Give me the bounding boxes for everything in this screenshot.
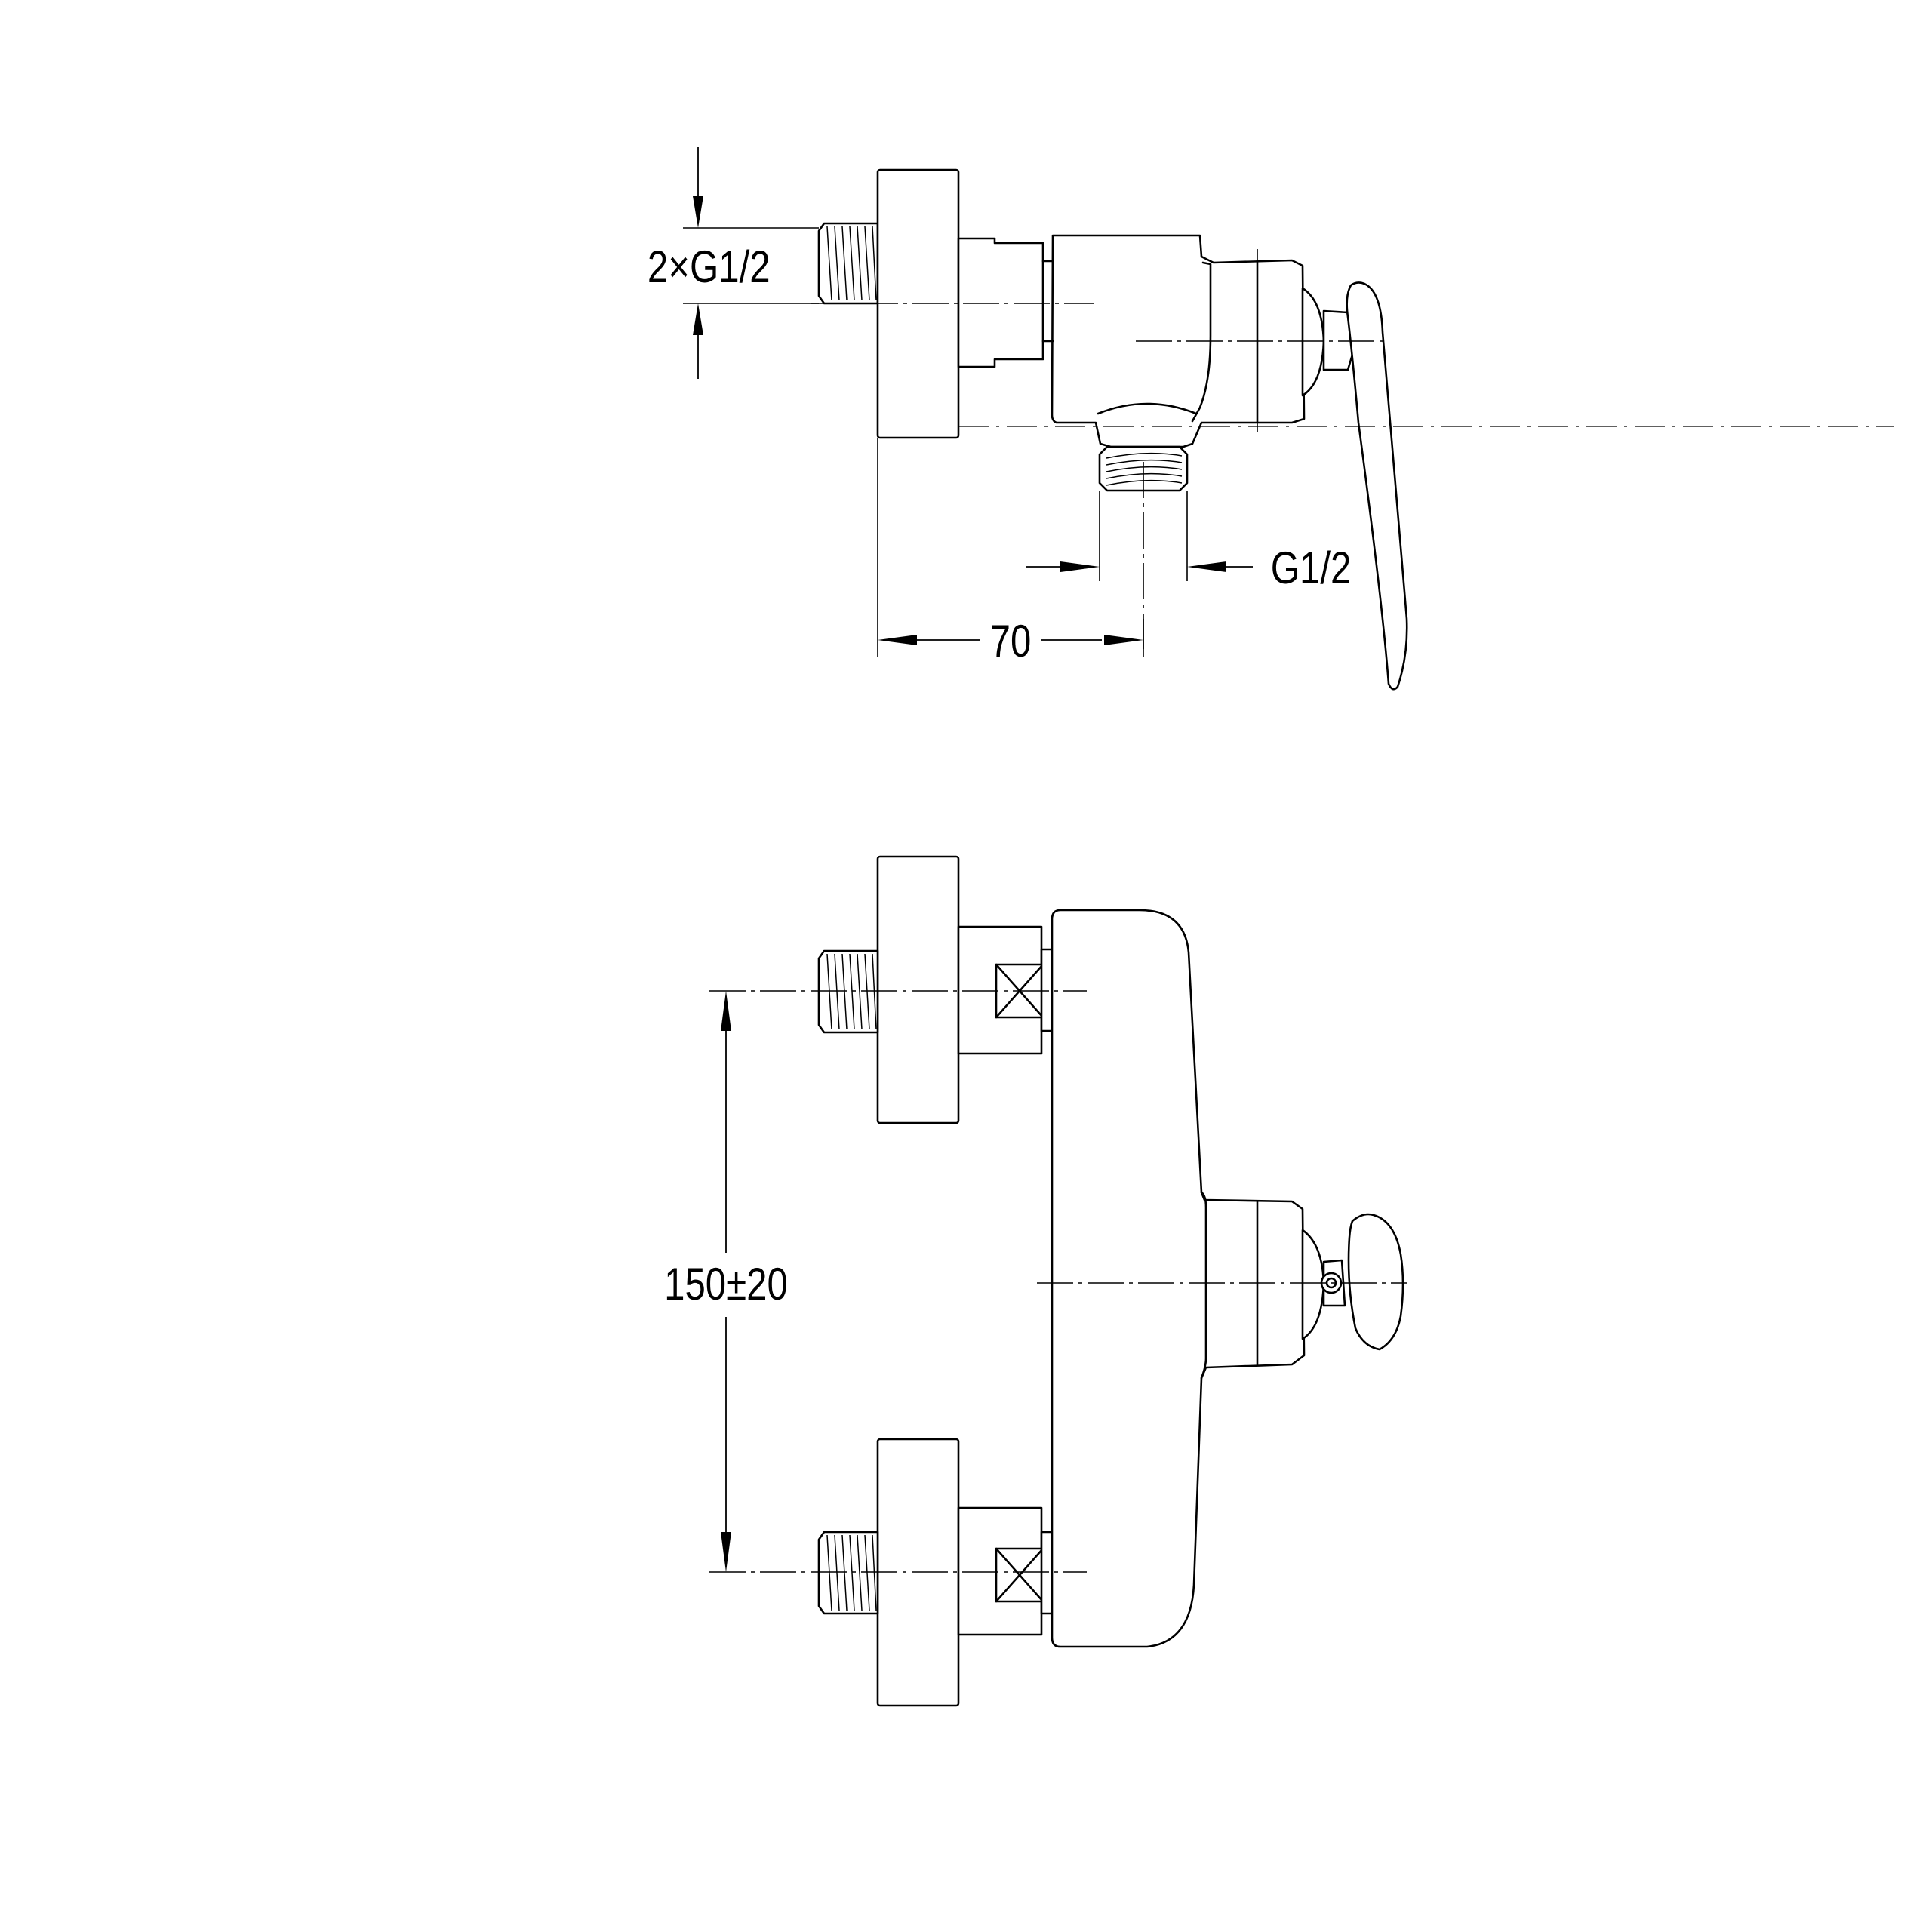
- projection-label: 70: [990, 615, 1032, 666]
- front-view: 150±20: [664, 855, 1407, 1707]
- dim-inlet-spacing: 150±20: [664, 991, 788, 1572]
- inlet-spacing-label: 150±20: [664, 1258, 788, 1309]
- dim-projection: 70: [877, 438, 1144, 666]
- inlet-thread-label: 2×G1/2: [648, 241, 771, 292]
- side-inlet-nipple: [817, 222, 879, 305]
- dim-inlet-thread: 2×G1/2: [648, 147, 819, 379]
- side-lever-handle[interactable]: [1346, 281, 1408, 691]
- outlet-thread-label: G1/2: [1271, 542, 1352, 593]
- side-view: 2×G1/2 G1/2 70: [648, 147, 1894, 691]
- side-eccentric-connector: [957, 237, 1044, 368]
- front-lever-handle[interactable]: [1347, 1213, 1404, 1351]
- front-upper-inlet: [817, 855, 1054, 1124]
- front-mixer-body: [1051, 909, 1306, 1648]
- dim-outlet-thread: G1/2: [1026, 491, 1351, 593]
